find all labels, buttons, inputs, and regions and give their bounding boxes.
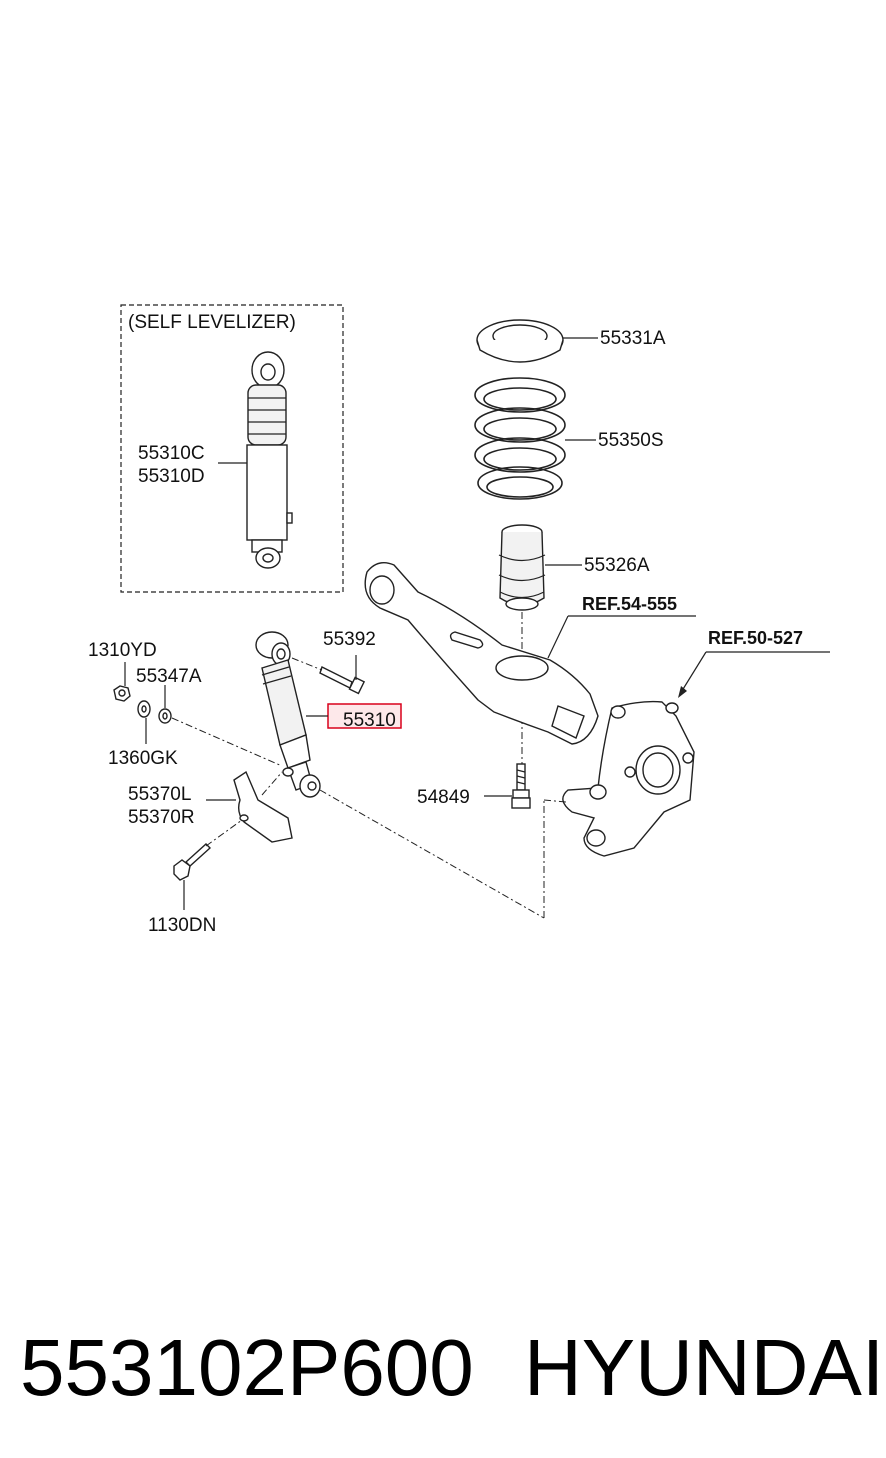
callout-55326A: 55326A <box>584 555 650 576</box>
callout-1310YD: 1310YD <box>88 640 157 661</box>
callout-55392: 55392 <box>323 629 376 650</box>
nut-1310YD[interactable] <box>113 685 131 702</box>
lower-control-arm[interactable] <box>364 562 599 745</box>
bracket-55370[interactable] <box>233 770 293 843</box>
ref-54-555: REF.54-555 <box>582 594 677 614</box>
washer-1360GK[interactable] <box>137 700 151 718</box>
steering-knuckle[interactable] <box>562 700 695 857</box>
highlight-box-55310 <box>327 703 402 729</box>
washer-55347A[interactable] <box>158 708 172 724</box>
callout-1130DN: 1130DN <box>148 915 216 936</box>
self-levelizer-label: (SELF LEVELIZER) <box>128 312 296 333</box>
bolt-54849[interactable] <box>511 763 531 809</box>
callout-54849: 54849 <box>417 787 470 808</box>
coil-spring-55350S[interactable] <box>474 377 566 500</box>
callout-55310D: 55310D <box>138 466 205 487</box>
bolt-55392[interactable] <box>319 666 366 695</box>
callout-1360GK: 1360GK <box>108 748 178 769</box>
bolt-1130DN[interactable] <box>173 843 212 881</box>
callout-55350S: 55350S <box>598 430 664 451</box>
callout-55331A: 55331A <box>600 328 666 349</box>
bump-stopper-55326A[interactable] <box>498 524 546 611</box>
part-number: 553102P600 <box>20 1323 474 1412</box>
callout-55347A: 55347A <box>136 666 202 687</box>
shock-absorber-55310[interactable] <box>255 631 321 798</box>
callout-55370L: 55370L <box>128 784 191 805</box>
callout-55310C: 55310C <box>138 443 205 464</box>
callout-55370R: 55370R <box>128 807 195 828</box>
brand-name: HYUNDAI <box>524 1323 884 1412</box>
spring-seat-55331A[interactable] <box>476 319 564 363</box>
self-levelizer-group-box <box>120 304 344 593</box>
self-levelizer-shock-absorber[interactable] <box>246 351 293 569</box>
ref-50-527: REF.50-527 <box>708 628 803 648</box>
callout-55310[interactable]: 55310 <box>343 710 396 731</box>
